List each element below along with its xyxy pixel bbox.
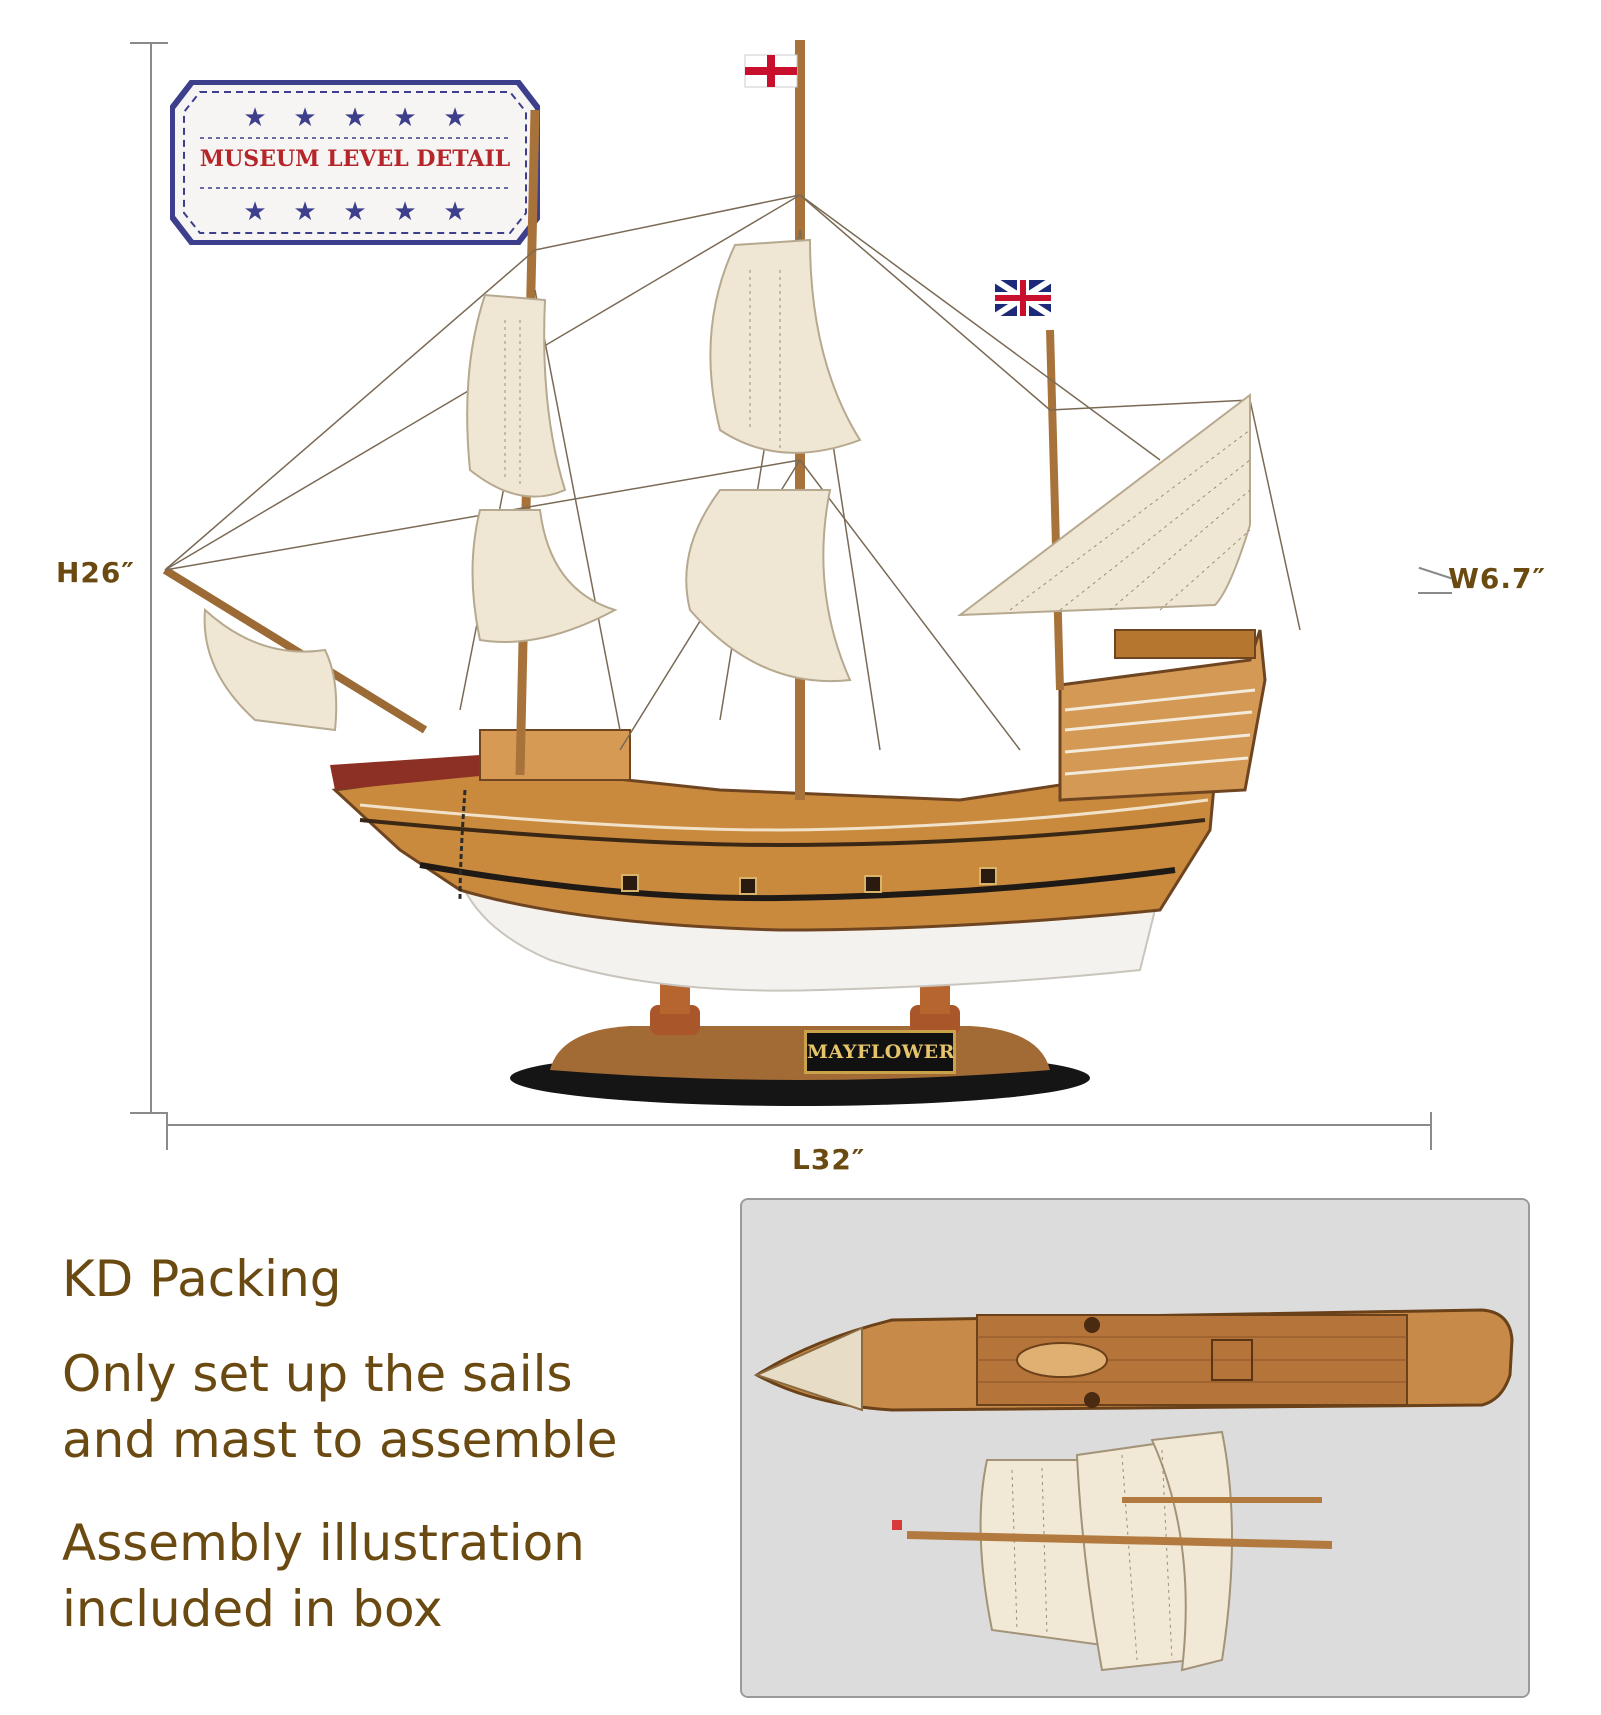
- length-dimension-tick-right: [1430, 1112, 1432, 1150]
- height-dimension-tick-top: [130, 42, 168, 44]
- mayflower-nameplate: MAYFLOWER: [804, 1030, 956, 1074]
- disassembled-hull-and-sails-image: [742, 1200, 1528, 1696]
- svg-text:★: ★: [293, 197, 316, 227]
- stamp-frame-icon: ★ ★ ★ ★ ★ ★ ★ ★ ★ ★: [169, 79, 541, 246]
- english-flag-icon: [744, 54, 798, 88]
- height-dimension-line: [150, 42, 152, 1114]
- svg-text:★: ★: [293, 103, 316, 133]
- length-dimension-line: [166, 1124, 1432, 1126]
- assembly-note-line-1: Only set up the sails: [62, 1345, 573, 1403]
- height-dimension-tick-bottom: [130, 1112, 168, 1114]
- svg-text:★: ★: [443, 197, 466, 227]
- stamp-text: MUSEUM LEVEL DETAIL: [199, 146, 511, 172]
- svg-text:★: ★: [393, 197, 416, 227]
- height-dimension-label: H26″: [56, 556, 135, 589]
- museum-level-detail-stamp: ★ ★ ★ ★ ★ ★ ★ ★ ★ ★ MUSEUM LEVEL DETAIL: [169, 79, 541, 246]
- kd-packing-heading: KD Packing: [62, 1250, 342, 1308]
- assembly-note-line-2: and mast to assemble: [62, 1411, 618, 1469]
- svg-text:★: ★: [343, 103, 366, 133]
- svg-text:★: ★: [343, 197, 366, 227]
- length-dimension-tick-left: [166, 1112, 168, 1150]
- kd-packing-photo: [740, 1198, 1530, 1698]
- illustration-note-line-1: Assembly illustration: [62, 1514, 585, 1572]
- length-dimension-label: L32″: [792, 1143, 866, 1176]
- svg-text:★: ★: [393, 103, 416, 133]
- svg-text:★: ★: [443, 103, 466, 133]
- svg-text:★: ★: [243, 103, 266, 133]
- width-dimension-label: W6.7″: [1448, 562, 1546, 595]
- union-jack-flag-icon: [993, 277, 1053, 319]
- width-dimension-tick-bottom: [1418, 592, 1452, 594]
- illustration-note-line-2: included in box: [62, 1580, 443, 1638]
- folded-flag-icon: [892, 1520, 902, 1530]
- svg-text:★: ★: [243, 197, 266, 227]
- mayflower-ship-model-illustration: [162, 40, 1301, 1106]
